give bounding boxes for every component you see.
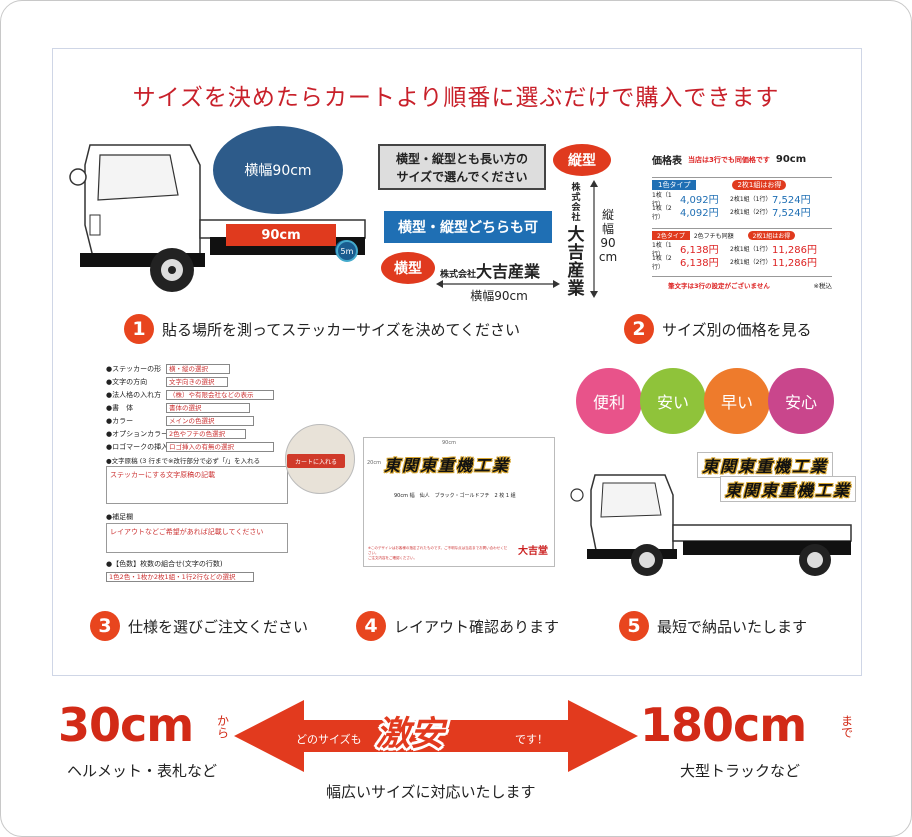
sticker-sample-2: 東関東重機工業 <box>720 476 857 502</box>
form-row: ●書 体書体の選択 <box>106 401 286 414</box>
min-suffix: から <box>216 714 229 740</box>
width-callout: 横幅90cm <box>213 126 343 214</box>
font-select[interactable]: 書体の選択 <box>166 402 250 413</box>
note-label: ●補足欄 <box>106 512 134 521</box>
order-form: ●ステッカーの形横・縦の選択 ●文字の方向文字向きの選択 ●法人格の入れ方（株）… <box>106 362 288 583</box>
sticker-sample-1: 東関東重機工業 <box>697 452 834 478</box>
form-row: ●ロゴマークの挿入ロゴ挿入の有無の選択 <box>106 440 286 453</box>
form-row: ●法人格の入れ方（株）や有限会社などの表示 <box>106 388 286 401</box>
max-size: 180cm <box>640 698 807 752</box>
arrow-left-text: どのサイズも <box>296 733 362 746</box>
form-row: ●文字の方向文字向きの選択 <box>106 375 286 388</box>
tate-dimension-arrow <box>590 180 598 298</box>
feature-circles: 便利 安い 早い 安心 <box>576 368 834 434</box>
proof-logo: 大吉堂 <box>518 546 548 557</box>
both-orientations-label: 横型・縦型どちらも可 <box>384 211 552 243</box>
min-size-desc: ヘルメット・表札など <box>67 762 218 780</box>
yoko-dimension-arrow <box>436 280 560 288</box>
price-row: 1枚（1行） 6,138円 2枚1組（1行） 11,286円 <box>652 241 817 258</box>
feature-circle: 便利 <box>576 368 642 434</box>
color-select[interactable]: メインの色選択 <box>166 415 254 426</box>
price-row: 1枚（2行） 4,092円 2枚1組（2行） 7,524円 <box>652 204 811 221</box>
delivery-truck-illustration <box>570 474 852 576</box>
tate-company-prefix: 株式会社 <box>571 183 581 223</box>
max-suffix: まで <box>840 714 853 740</box>
shape-select[interactable]: 横・縦の選択 <box>166 363 230 374</box>
proof-sample-text: 東関東重機工業 <box>384 456 511 475</box>
feature-circle: 安心 <box>768 368 834 434</box>
arrow-center-text: 激安 <box>376 714 444 754</box>
price-row: 1枚（2行） 6,138円 2枚1組（2行） 11,286円 <box>652 254 817 271</box>
sizing-note: 横型・縦型とも長い方の サイズで選んでください <box>378 144 546 190</box>
sticker-plate: 90cm <box>226 224 336 246</box>
price-table: 価格表 当店は3行でも同価格です 90cm 1色タイプ 2枚1組はお得 1枚（1… <box>652 154 832 290</box>
text-label: ●文字原稿 (3 行まで※改行部分で必ず「/」を入れる <box>106 456 261 465</box>
min-size: 30cm <box>58 698 194 752</box>
option-color-select[interactable]: 2色やフチの色選択 <box>166 428 246 439</box>
count-select[interactable]: 1色2色・1枚か2枚1組・1行2行などの選択 <box>106 571 254 582</box>
yoko-dimension: 横幅90cm <box>470 289 528 303</box>
cart-button[interactable]: カートに入れる <box>287 454 345 468</box>
count-label: ●【色数】枚数の組合せ(文字の行数) <box>106 559 223 568</box>
logo-select[interactable]: ロゴ挿入の有無の選択 <box>166 441 274 452</box>
form-row: ●カラーメインの色選択 <box>106 414 286 427</box>
feature-circle: 安い <box>640 368 706 434</box>
yoko-label: 横型 <box>381 252 435 284</box>
tate-company-name: 大吉産業 <box>567 225 585 299</box>
size-badge: 5m <box>336 240 358 262</box>
price-row: 1枚（1行） 4,092円 2枚1組（1行） 7,524円 <box>652 191 811 208</box>
note-input[interactable]: レイアウトなどご希望があれば記載してください <box>106 523 288 553</box>
tate-label: 縦型 <box>553 144 611 176</box>
headline: サイズを決めたらカートより順番に選ぶだけで購入できます <box>132 85 780 111</box>
form-row: ●ステッカーの形横・縦の選択 <box>106 362 286 375</box>
direction-select[interactable]: 文字向きの選択 <box>166 376 228 387</box>
range-caption: 幅広いサイズに対応いたします <box>326 783 536 801</box>
feature-circle: 早い <box>704 368 770 434</box>
max-size-desc: 大型トラックなど <box>680 762 801 780</box>
truck-illustration <box>69 144 366 292</box>
range-arrow <box>234 700 638 772</box>
yoko-company: 株式会社大吉産業 <box>440 262 541 281</box>
corporate-select[interactable]: （株）や有限会社などの表示 <box>166 389 274 400</box>
arrow-right-text: です！ <box>515 733 548 746</box>
layout-proof: 90cm 20cm 東関東重機工業 90cm 幅 仙人 ブラック・ゴールドフチ … <box>363 437 555 567</box>
text-input[interactable]: ステッカーにする文字原稿の記載 <box>106 466 288 504</box>
